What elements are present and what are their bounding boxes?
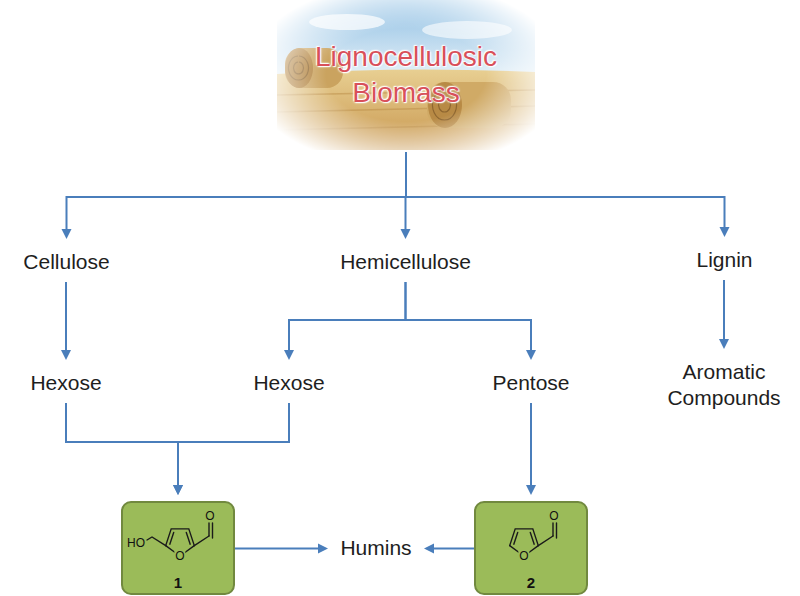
connector <box>406 282 537 360</box>
connector <box>284 282 406 360</box>
compound-box: 2 O O <box>474 501 588 595</box>
text-node: Lignin <box>690 243 759 278</box>
connector <box>66 403 183 495</box>
biomass-illustration <box>277 0 535 150</box>
node-text: Lignin <box>696 247 753 273</box>
node-text: Hexose <box>30 370 102 396</box>
atom-label: O <box>518 550 529 562</box>
node-text: Hemicellulose <box>340 249 471 275</box>
connector <box>719 280 729 349</box>
text-node: Hemicellulose <box>334 245 477 280</box>
compound-box: 1 HO O O <box>121 501 235 595</box>
arrow-head <box>61 350 71 360</box>
text-node: Hexose <box>24 366 108 401</box>
connector <box>235 544 328 554</box>
arrow-head <box>62 229 72 239</box>
node-text: Pentose <box>492 370 570 396</box>
text-node: Cellulose <box>17 245 116 280</box>
text-node: Hexose <box>247 366 331 401</box>
connector <box>173 403 289 495</box>
atom-label: HO <box>126 537 146 549</box>
compound-number: 1 <box>123 574 233 592</box>
connector-line <box>406 152 725 227</box>
connector-line <box>66 403 178 485</box>
connector-line <box>434 548 474 550</box>
node-text: Hexose <box>253 370 325 396</box>
text-node: Pentose <box>486 366 576 401</box>
connector-line <box>67 152 407 229</box>
arrow-head <box>284 350 294 360</box>
atom-label: O <box>174 550 185 562</box>
connector-line <box>406 282 532 350</box>
node-text: Aromatic Compounds <box>660 359 788 412</box>
connector-line <box>65 282 67 350</box>
arrow-head <box>401 229 411 239</box>
compound-number: 2 <box>476 574 586 592</box>
connector <box>62 152 407 239</box>
arrow-head <box>424 544 434 554</box>
atom-label: O <box>204 510 215 522</box>
connector <box>424 544 474 554</box>
connector <box>406 152 730 237</box>
arrow-head <box>526 350 536 360</box>
connector <box>61 282 71 360</box>
arrow-head <box>526 485 536 495</box>
arrow-head <box>720 227 730 237</box>
text-node: Aromatic Compounds <box>654 355 794 416</box>
connector-line <box>723 280 725 339</box>
image-box: Lignocellulosic Biomass <box>277 0 535 150</box>
connector-line <box>178 403 289 485</box>
atom-label: O <box>548 510 559 522</box>
node-text: Cellulose <box>23 249 110 275</box>
text-node: Humins <box>334 531 418 566</box>
node-text: Humins <box>340 535 412 561</box>
arrow-head <box>173 485 183 495</box>
connector-line <box>235 548 318 550</box>
node-text: Lignocellulosic Biomass <box>291 39 521 112</box>
connector-line <box>289 282 406 350</box>
arrow-head <box>719 339 729 349</box>
arrow-head <box>318 544 328 554</box>
connector <box>526 403 536 495</box>
arrow-head <box>173 485 183 495</box>
connector-line <box>530 403 532 485</box>
